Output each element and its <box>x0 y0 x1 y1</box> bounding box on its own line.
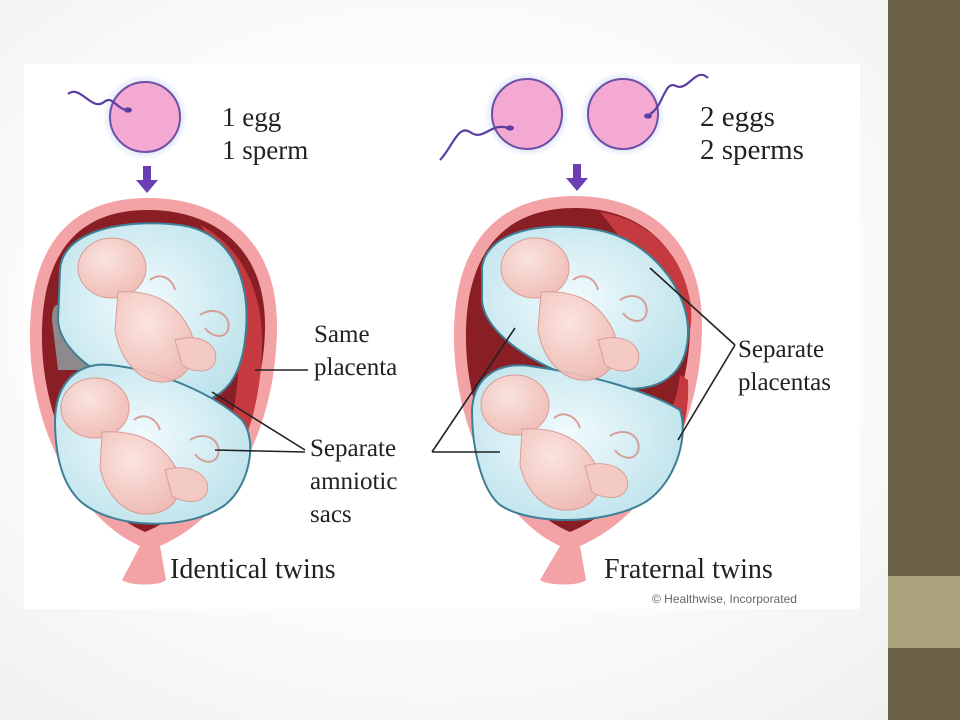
fetus-upper <box>500 237 648 381</box>
separate-amniotic-sacs-label: Separate amniotic sacs <box>310 435 398 528</box>
fraternal-legend-line2: 2 sperms <box>700 134 804 166</box>
identical-legend-line1: 1 egg <box>222 102 282 132</box>
sperm-icon <box>67 90 127 112</box>
sac-leader-line-upper <box>211 391 306 451</box>
egg-icon-left <box>491 78 563 150</box>
fetus-lower <box>60 377 220 515</box>
fraternal-twins-group <box>431 71 736 585</box>
separate-placentas-label: Separate placentas <box>738 336 832 396</box>
placenta-leader-line-upper <box>649 267 736 346</box>
down-arrow-icon <box>566 164 588 191</box>
sperm-icon-left <box>439 125 509 161</box>
sac-leader-line-upper <box>431 327 516 453</box>
placenta-leader-line-lower <box>677 344 736 441</box>
shared-placenta <box>200 225 262 450</box>
down-arrow-icon <box>136 166 158 193</box>
fetus-upper <box>77 237 230 383</box>
identical-twins-title: Identical twins <box>170 554 336 585</box>
egg-icon-right <box>587 78 659 150</box>
copyright-credit: © Healthwise, Incorporated <box>652 592 797 606</box>
fraternal-twins-title: Fraternal twins <box>604 554 773 585</box>
identical-legend-line2: 1 sperm <box>222 135 309 165</box>
fetus-lower <box>480 374 640 511</box>
slide-sidebar-accent <box>888 576 960 648</box>
same-placenta-label: Same placenta <box>314 321 398 381</box>
fraternal-legend-line1: 2 eggs <box>700 101 775 133</box>
sperm-icon-right <box>649 73 709 115</box>
identical-twins-group <box>29 74 308 585</box>
sac-leader-line-lower <box>214 449 306 453</box>
egg-icon <box>109 81 181 153</box>
